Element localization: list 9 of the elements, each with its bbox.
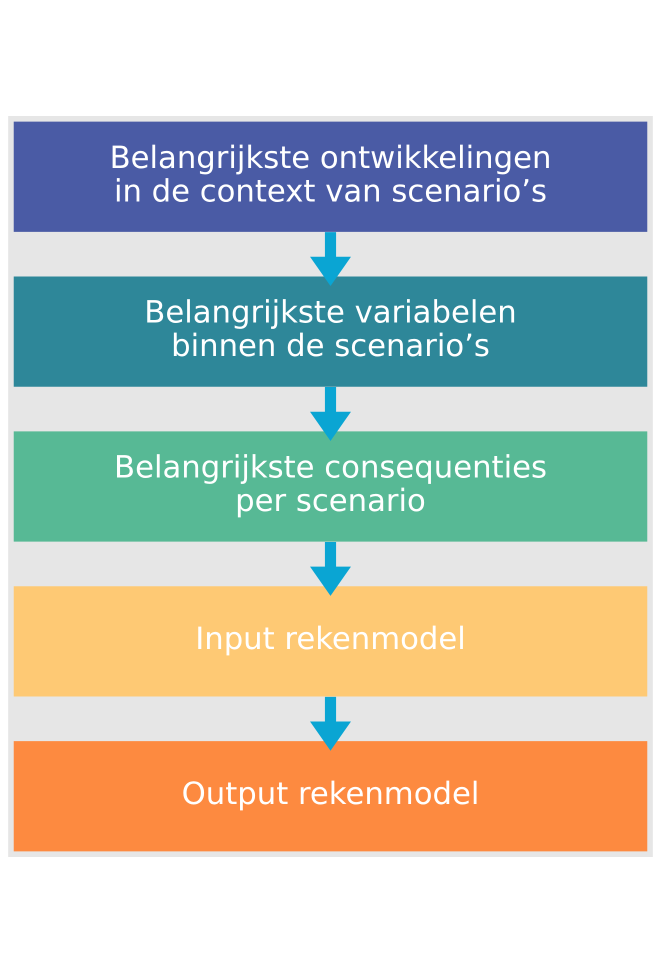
arrow <box>310 386 351 440</box>
arrow <box>310 541 351 596</box>
node-box: Input rekenmodel <box>14 586 648 696</box>
arrow <box>310 696 351 750</box>
node-box: Belangrijkste consequenties per scenario <box>14 430 648 542</box>
node-box: Output rekenmodel <box>14 740 648 851</box>
arrow <box>310 232 351 286</box>
node-box: Belangrijkste ontwikkelingen in de context van scenario’s <box>14 121 648 232</box>
node-box: Belangrijkste variabelen binnen de scenario’s <box>14 276 648 386</box>
